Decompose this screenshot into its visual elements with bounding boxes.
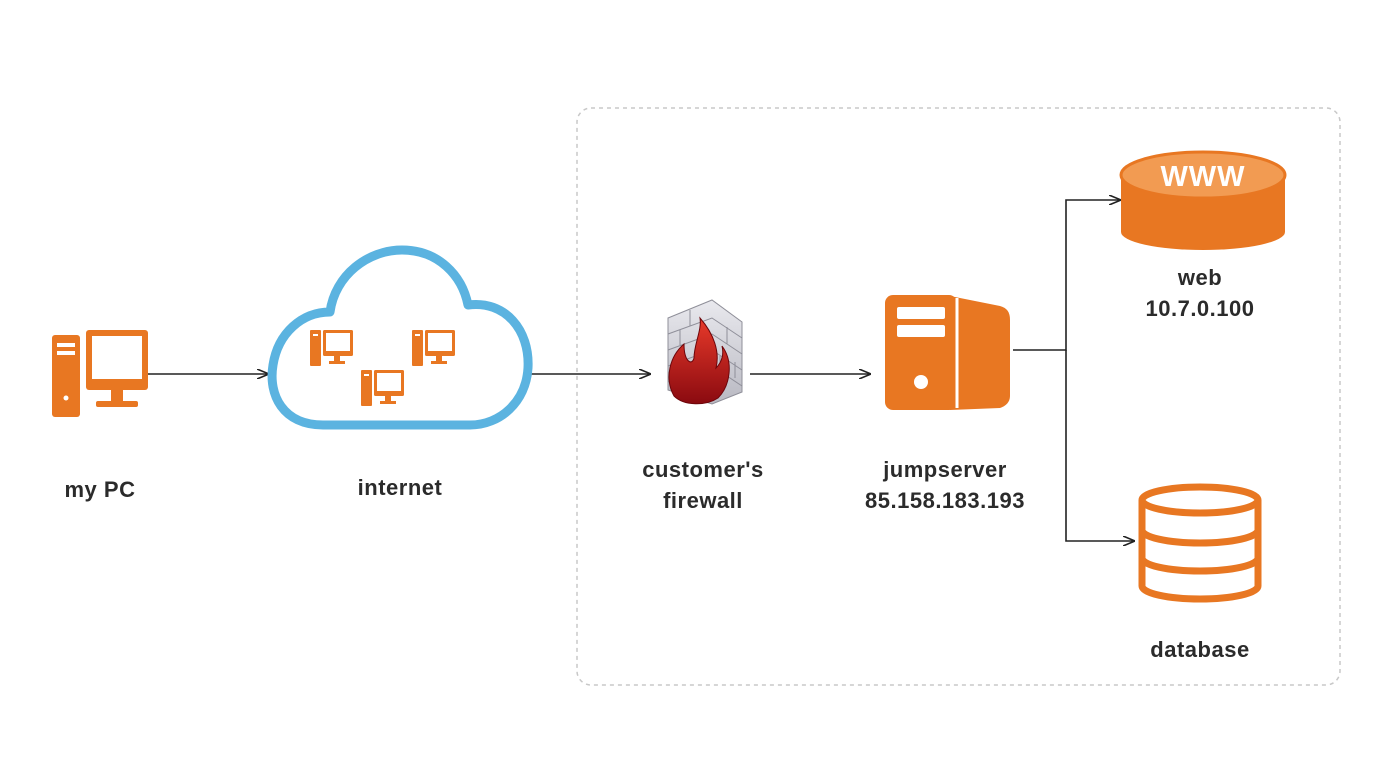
- server-icon: [885, 295, 1010, 410]
- firewall-label-line1: customer's: [642, 457, 764, 482]
- firewall-icon: [667, 299, 743, 405]
- jumpserver-label: jumpserver 85.158.183.193: [830, 454, 1060, 516]
- firewall-label-line2: firewall: [663, 488, 743, 513]
- firewall-label: customer's firewall: [613, 454, 793, 516]
- internet-label-text: internet: [357, 475, 443, 500]
- database-icon: [1138, 483, 1262, 603]
- desktop-pc-icon: [52, 330, 148, 417]
- connectors: [148, 200, 1134, 541]
- edge-jumpserver-web: [1013, 200, 1120, 351]
- jumpserver-label-line1: jumpserver: [883, 457, 1007, 482]
- my-pc-label-text: my PC: [64, 477, 136, 502]
- internet-label: internet: [330, 472, 470, 503]
- edge-jumpserver-database: [1065, 350, 1134, 541]
- my-pc-label: my PC: [38, 474, 162, 505]
- jumpserver-label-line2: 85.158.183.193: [865, 488, 1025, 513]
- database-label: database: [1110, 634, 1290, 665]
- cloud-icon: [267, 245, 533, 430]
- web-label: web 10.7.0.100: [1110, 262, 1290, 324]
- web-label-line2: 10.7.0.100: [1145, 296, 1255, 321]
- web-label-line1: web: [1177, 265, 1223, 290]
- web-server-icon: WWW: [1119, 150, 1287, 250]
- database-label-text: database: [1150, 637, 1250, 662]
- web-badge-text: WWW: [1160, 161, 1245, 193]
